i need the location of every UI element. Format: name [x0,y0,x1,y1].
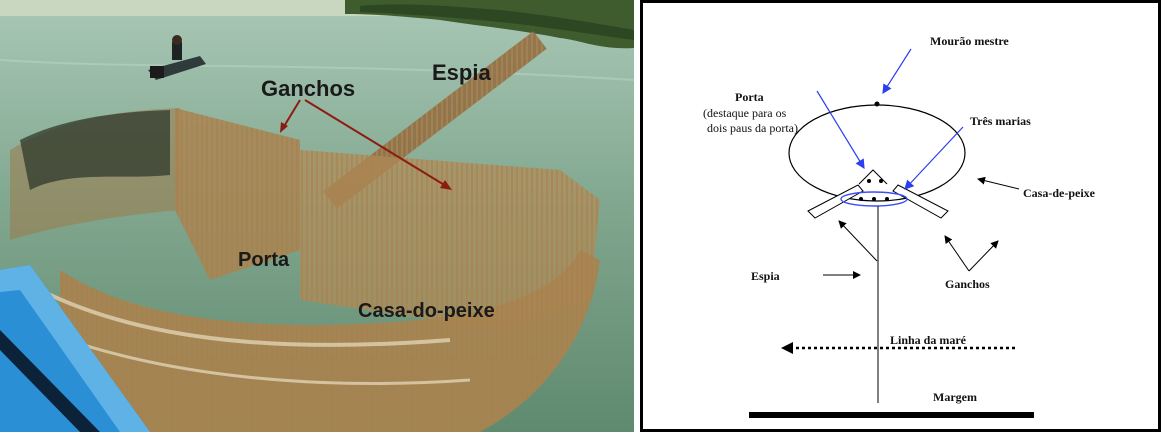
tres-marias-highlight [840,191,908,207]
fish-trap-diagram: Mourão mestre Porta (destaque para os do… [703,34,1096,418]
photo-label-ganchos: Ganchos [261,76,355,101]
mourao-mestre-dot [874,101,880,107]
photo-label-casa-do-peixe: Casa-do-peixe [358,300,495,322]
margem-bar [749,412,1034,418]
photo-label-espia: Espia [432,60,491,85]
label-espia: Espia [751,269,780,283]
label-porta: Porta [735,90,764,104]
label-ganchos: Ganchos [945,277,990,291]
label-linha-da-mare: Linha da maré [890,333,967,347]
label-casa-de-peixe: Casa-de-peixe [1023,186,1096,200]
label-porta-note-1: (destaque para os [703,106,787,120]
label-porta-note-2: dois paus da porta) [707,121,798,135]
motorboat [148,35,206,80]
photo-panel: Ganchos Espia Porta Casa-do-peixe [0,0,634,432]
photo-label-porta: Porta [238,249,290,271]
diagram-panel: Mourão mestre Porta (destaque para os do… [640,0,1161,432]
label-margem: Margem [933,390,977,404]
fish-trap-photo: Ganchos Espia Porta Casa-do-peixe [0,0,634,432]
label-mourao-mestre: Mourão mestre [930,34,1009,48]
label-tres-marias: Três marias [970,114,1031,128]
